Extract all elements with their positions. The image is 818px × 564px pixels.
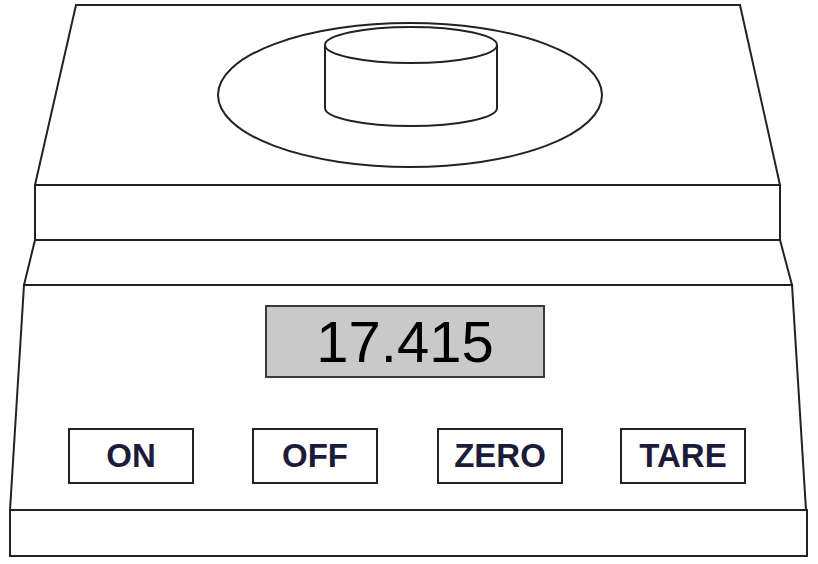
scale-rim bbox=[35, 185, 780, 240]
display-reading: 17.415 bbox=[316, 308, 493, 375]
scale-band bbox=[24, 240, 792, 285]
button-label: ON bbox=[106, 437, 156, 475]
button: OFF bbox=[252, 428, 378, 484]
button: TARE bbox=[620, 428, 746, 484]
sample-cylinder-top bbox=[325, 27, 497, 63]
button: ON bbox=[68, 428, 194, 484]
scale-body bbox=[10, 285, 806, 510]
button-label: TARE bbox=[639, 437, 726, 475]
weight-display: 17.415 bbox=[265, 305, 545, 378]
button: ZERO bbox=[437, 428, 563, 484]
button-label: OFF bbox=[282, 437, 348, 475]
weighing-pan bbox=[218, 23, 602, 167]
button-label: ZERO bbox=[454, 437, 546, 475]
scale-top bbox=[35, 5, 780, 185]
scale-base bbox=[10, 510, 807, 556]
